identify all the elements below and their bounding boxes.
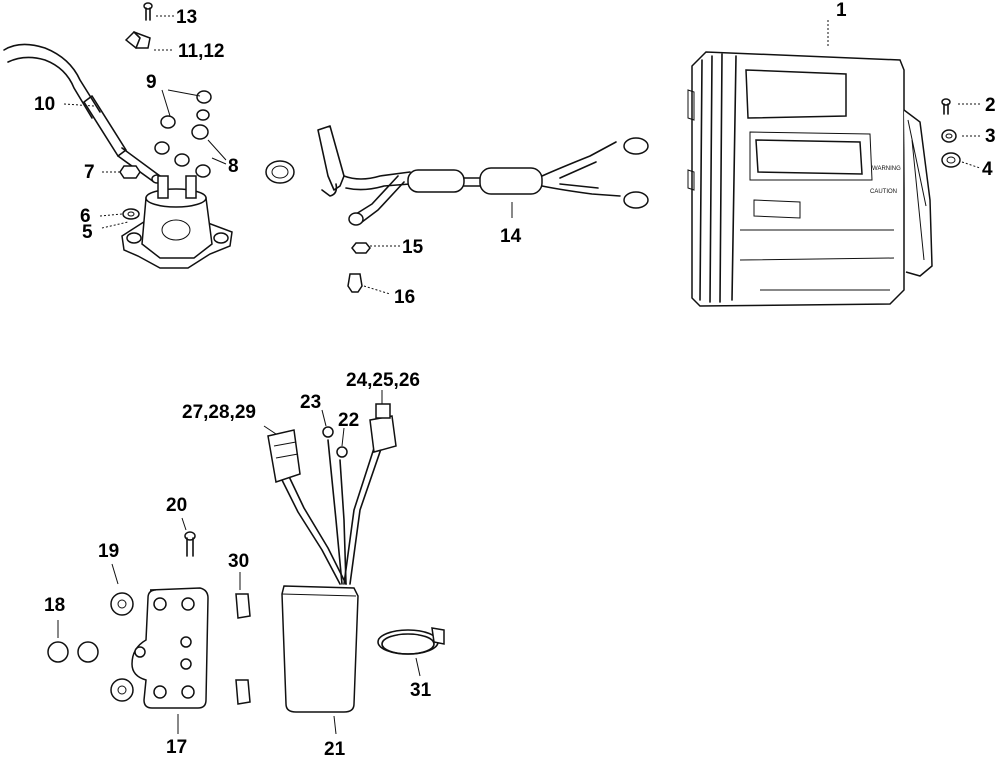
- callout-10: 10: [34, 94, 55, 115]
- callout-30: 30: [228, 551, 249, 572]
- callout-23: 23: [300, 392, 321, 413]
- callout-14: 14: [500, 226, 522, 247]
- solenoid-assembly: [119, 90, 233, 269]
- wiring-harness: [265, 125, 649, 293]
- callout-16: 16: [394, 287, 415, 308]
- svg-text:CAUTION: CAUTION: [870, 189, 897, 195]
- callout-5: 5: [82, 222, 93, 243]
- callout-labels: 1 2 3 4 5 6 7 8 9 10 11,12 13 14 15 16 1…: [34, 0, 996, 759]
- callout-1: 1: [836, 0, 847, 21]
- spacers: [235, 593, 251, 705]
- callout-22: 22: [338, 410, 359, 431]
- rectifier-assembly: [267, 403, 397, 713]
- callout-18: 18: [44, 595, 65, 616]
- callout-4: 4: [982, 159, 993, 180]
- callout-31: 31: [410, 680, 432, 701]
- callout-3: 3: [985, 126, 996, 147]
- callout-7: 7: [84, 162, 95, 183]
- hose-clamp: [377, 627, 445, 655]
- clip-and-screw: [124, 2, 153, 49]
- callout-15: 15: [402, 237, 424, 258]
- callout-17: 17: [166, 737, 187, 758]
- svg-text:WARNING: WARNING: [872, 166, 901, 172]
- callout-27-28-29: 27,28,29: [182, 402, 256, 423]
- callout-13: 13: [176, 7, 197, 28]
- callout-20: 20: [166, 495, 187, 516]
- callout-11-12: 11,12: [178, 41, 225, 62]
- control-module: WARNING CAUTION: [687, 51, 961, 307]
- callout-6: 6: [80, 206, 91, 227]
- callout-9: 9: [146, 72, 157, 93]
- callout-2: 2: [985, 95, 996, 116]
- mounting-plate: [47, 531, 209, 709]
- callout-24-25-26: 24,25,26: [346, 370, 420, 391]
- callout-21: 21: [324, 739, 346, 759]
- callout-8: 8: [228, 156, 239, 177]
- leader-lines: [57, 15, 982, 735]
- callout-19: 19: [98, 541, 119, 562]
- cable-assembly: [3, 43, 163, 184]
